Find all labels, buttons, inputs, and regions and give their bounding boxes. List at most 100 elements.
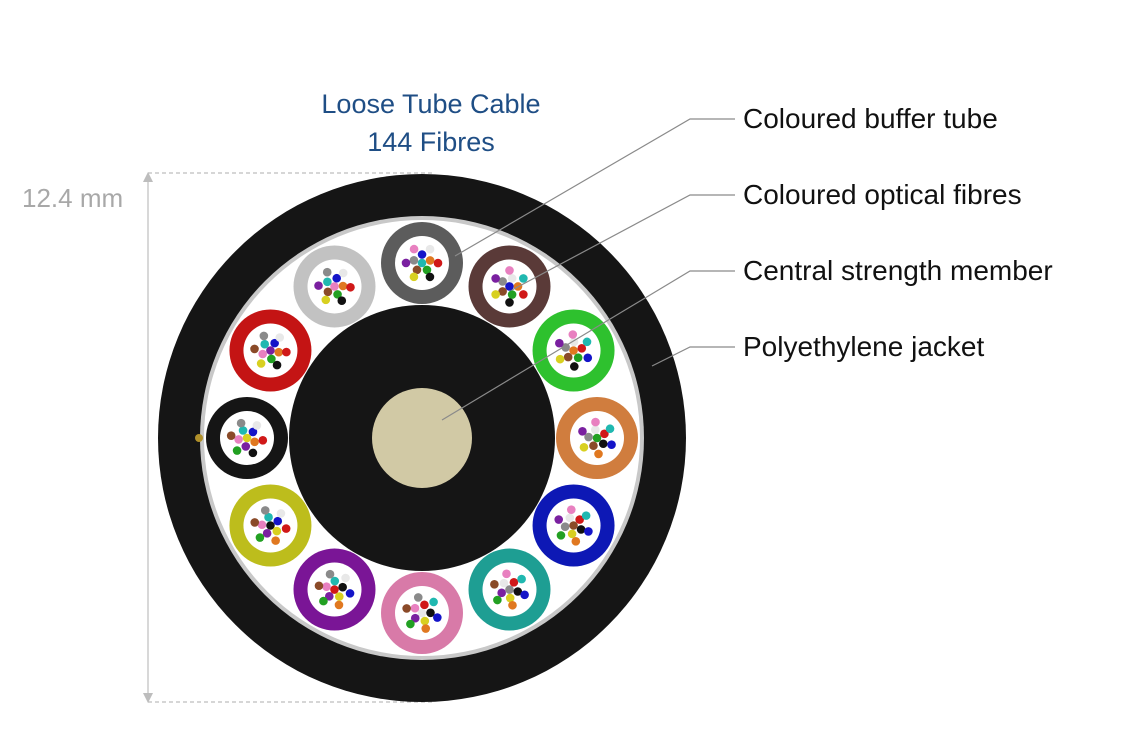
optical-fibre (270, 338, 279, 348)
optical-fibre (493, 595, 502, 605)
optical-fibre (338, 281, 348, 291)
optical-fibre (425, 256, 435, 265)
optical-fibre (324, 591, 334, 601)
leader-line-buffer-tube (454, 118, 735, 257)
optical-fibre (330, 282, 339, 291)
optical-fibre (505, 585, 514, 594)
optical-fibre (433, 613, 442, 622)
optical-fibre (281, 524, 291, 533)
optical-fibre (410, 603, 420, 613)
optical-fibre (276, 509, 286, 518)
optical-fibre (333, 290, 342, 299)
optical-fibre (576, 525, 586, 534)
optical-fibre (508, 600, 517, 610)
optical-fibre (341, 573, 350, 583)
diameter-label: 12.4 mm (22, 183, 124, 213)
optical-fibre (236, 418, 246, 428)
optical-fibre (583, 353, 593, 363)
optical-fibre (569, 521, 578, 530)
optical-fibre (248, 427, 258, 437)
optical-fibre (412, 265, 422, 275)
optical-fibre (421, 624, 431, 633)
optical-fibre (409, 256, 419, 265)
optical-fibre (502, 569, 511, 579)
optical-fibre (272, 526, 282, 536)
optical-fibre (425, 272, 435, 282)
optical-fibre (319, 596, 328, 606)
optical-fibre (513, 587, 523, 596)
optical-fibre (507, 290, 517, 299)
optical-fibre (592, 433, 602, 443)
optical-fibre (417, 608, 427, 618)
dimension-arrowhead-bottom (143, 693, 153, 703)
optical-fibre (332, 273, 341, 283)
optical-fibre (429, 597, 438, 607)
optical-fibre (569, 346, 578, 355)
optical-fibre (321, 295, 331, 305)
optical-fibre (314, 581, 324, 591)
optical-fibre (266, 521, 275, 530)
optical-fibre (325, 569, 335, 579)
optical-fibre (509, 577, 519, 587)
optical-fibre (565, 513, 575, 523)
optical-fibre (273, 516, 283, 526)
leader-line-jacket (651, 346, 735, 367)
optical-fibre (575, 515, 584, 524)
optical-fibre (323, 277, 332, 287)
optical-fibre (264, 512, 273, 522)
optical-fibre (345, 589, 355, 598)
dimension-arrowhead-top (143, 172, 153, 182)
diagram-title-line-2: 144 Fibres (367, 127, 495, 157)
optical-fibre (314, 281, 323, 290)
diagram-title-line-1: Loose Tube Cable (321, 89, 541, 119)
optical-fibre (591, 417, 600, 427)
optical-fibre (505, 266, 514, 275)
optical-fibre (582, 337, 592, 347)
optical-fibre (568, 330, 578, 339)
optical-fibre (257, 520, 267, 530)
optical-fibre (498, 287, 507, 296)
optical-fibre (567, 529, 577, 539)
optical-fibre (581, 511, 591, 520)
optical-fibre (519, 274, 528, 283)
optical-fibre (266, 346, 275, 355)
optical-fibre (322, 267, 332, 277)
optical-fibre (250, 344, 259, 354)
optical-fibre (570, 362, 579, 371)
optical-fibre (272, 360, 282, 370)
optical-fibre (241, 442, 251, 451)
optical-fibre (422, 265, 432, 275)
optical-fibre (413, 593, 423, 602)
optical-fibre (598, 439, 608, 449)
optical-fibre (238, 426, 248, 435)
callout-polyethylene-jacket: Polyethylene jacket (743, 331, 985, 362)
ripcord (195, 434, 203, 442)
optical-fibre (577, 344, 587, 353)
optical-fibre (505, 298, 514, 307)
optical-fibre (594, 449, 603, 459)
callout-coloured-optical-fibres: Coloured optical fibres (743, 179, 1022, 210)
leader-line-optical-fibres (511, 194, 735, 291)
optical-fibre (490, 579, 499, 589)
buffer-tube-group (206, 222, 638, 654)
optical-fibre (330, 585, 339, 594)
optical-fibre (584, 432, 593, 442)
optical-fibre (573, 353, 583, 362)
central-strength-member (372, 388, 472, 488)
optical-fibre (262, 529, 272, 538)
optical-fibre (242, 433, 252, 443)
optical-fibre (556, 531, 566, 540)
optical-fibre (571, 537, 581, 546)
optical-fibre (498, 277, 507, 286)
optical-fibre (505, 593, 515, 603)
optical-fibre (258, 349, 268, 359)
optical-fibre (491, 290, 500, 299)
optical-fibre (499, 578, 509, 588)
optical-fibre (520, 590, 529, 600)
optical-fibre (607, 440, 616, 449)
callout-coloured-buffer-tube: Coloured buffer tube (743, 103, 998, 134)
optical-fibre (323, 287, 333, 297)
optical-fibre (226, 431, 236, 440)
optical-fibre (252, 421, 262, 430)
